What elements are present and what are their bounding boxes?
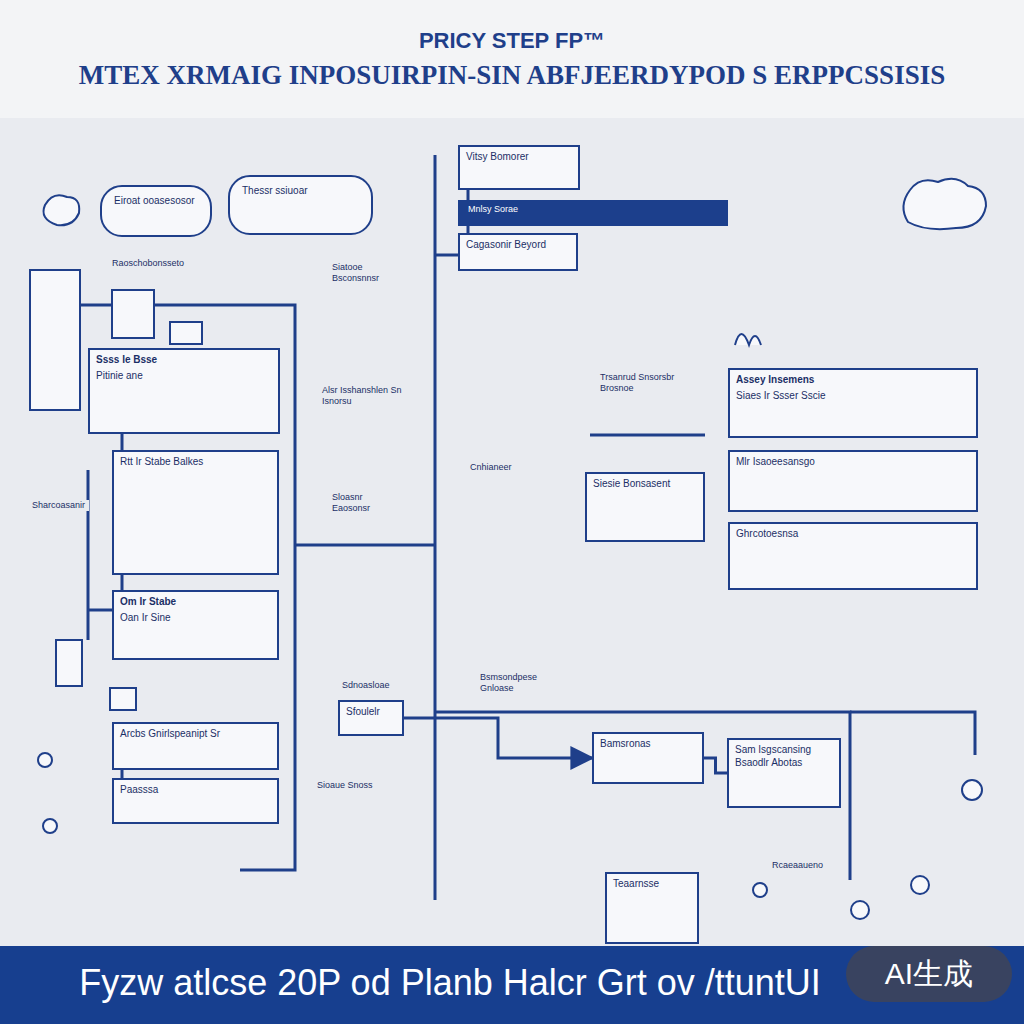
node-heading: Cagasonir Beyord [466,239,570,252]
process-box: Paasssa [112,778,279,824]
title-band [0,0,1024,118]
process-box: Teaarnsse [605,872,699,944]
node-heading: Arcbs Gnirlspeanipt Sr [120,728,271,741]
node-body: Siaes Ir Ssser Sscie [736,390,970,403]
node-heading: Om Ir Stabe [120,596,271,609]
node-heading: Ghrcotoesnsa [736,528,970,541]
note-label: Trsanrud Snsorsbr Brosnoe [598,372,702,394]
connector [704,758,727,773]
process-box: Sam Isgscansing Bsaodlr Abotas [727,738,841,808]
node-heading: Siesie Bonsasent [593,478,697,491]
node-body: Oan Ir Sine [120,612,271,625]
process-box: Om Ir StabeOan Ir Sine [112,590,279,660]
node-heading: Assey Insemens [736,374,970,387]
node-heading: Thessr ssiuoar [242,185,359,198]
process-box: Cagasonir Beyord [458,233,578,271]
diagram-caption: Fyzw atlcse 20P od Planb Halcr Grt ov /t… [20,962,880,1004]
note-label: Rcaeaaueno [770,860,844,871]
note-label: Sharcoasanir [30,500,89,511]
note-label: Sloasnr Eaosonsr [330,492,404,514]
process-box: Mlr Isaoeesansgo [728,450,978,512]
note-bubble: Eiroat ooasesosor [100,185,212,237]
note-label: Cnhianeer [468,462,552,473]
node-body: Pitinie ane [96,370,272,383]
process-box: Siesie Bonsasent [585,472,705,542]
note-label: Bsmsondpese Gnloase [478,672,557,694]
node-heading: Eiroat ooasesosor [114,195,198,208]
node-heading: Rtt Ir Stabe Balkes [120,456,271,469]
process-box: Ssss Ie BssePitinie ane [88,348,280,434]
diagram-title: MTEX XRMAIG INPOSUIRPIN-SIN ABFJEERDYPOD… [0,60,1024,91]
connector [121,434,124,450]
process-box: Bamsronas [592,732,704,784]
node-heading: Mlr Isaoeesansgo [736,456,970,469]
title-line: PRICY STEP FP™ [0,28,1024,54]
note-label: Sioaue Snoss [315,780,389,791]
node-heading: Sam Isgscansing Bsaodlr Abotas [735,744,833,769]
connector [121,770,124,778]
watermark: AI生成 [846,946,1012,1002]
node-heading: Bamsronas [600,738,696,751]
process-box: Assey InsemensSiaes Ir Ssser Sscie [728,368,978,438]
note-label: Sdnoasloae [340,680,414,691]
node-heading: Vitsy Bomorer [466,151,572,164]
node-heading: Sfoulelr [346,706,396,719]
node-heading: Paasssa [120,784,271,797]
connector [404,718,592,758]
note-label: Raoschobonsseto [110,258,234,269]
connector [121,575,124,590]
process-box: Arcbs Gnirlspeanipt Sr [112,722,279,770]
process-box: Rtt Ir Stabe Balkes [112,450,279,575]
process-box: Sfoulelr [338,700,404,736]
node-heading: Teaarnsse [613,878,691,891]
process-box: Ghrcotoesnsa [728,522,978,590]
note-label: Alsr Isshanshlen Sn Isnorsu [320,385,414,407]
note-bubble: Thessr ssiuoar [228,175,373,235]
process-box: Vitsy Bomorer [458,145,580,190]
note-label: Siatooe Bsconsnnsr [330,262,414,284]
header-band: Mnlsy Sorae [458,200,728,226]
node-heading: Ssss Ie Bsse [96,354,272,367]
node-heading: Mnlsy Sorae [468,204,718,215]
